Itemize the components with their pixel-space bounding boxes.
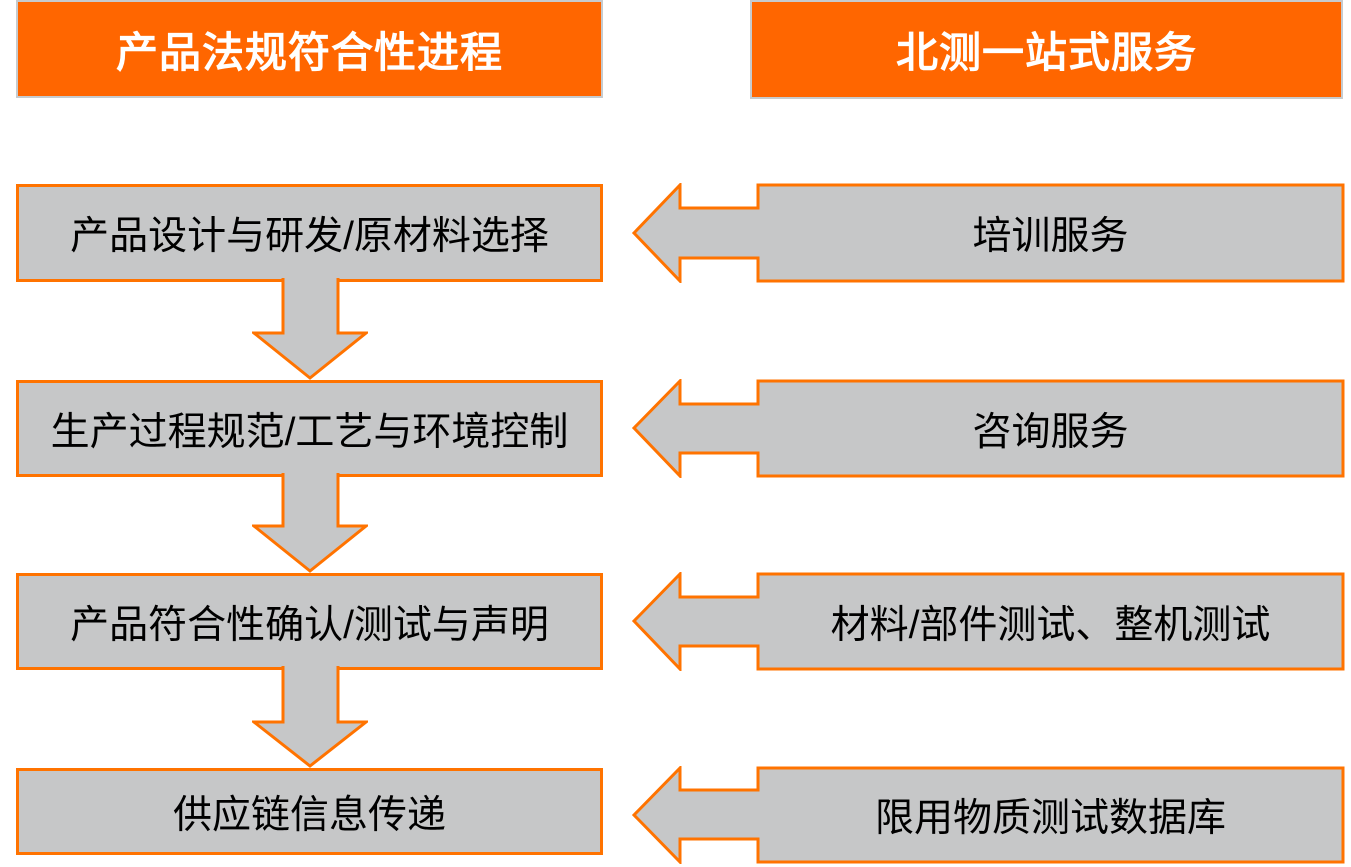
process-step-label: 产品设计与研发/原材料选择 (70, 215, 549, 258)
down-arrow-icon (252, 473, 368, 573)
service-callout-shape-4 (632, 766, 1345, 864)
services-column-header: 北测一站式服务 (750, 0, 1343, 99)
service-callout-shape-2 (632, 379, 1345, 478)
process-column-header-label: 产品法规符合性进程 (115, 28, 503, 76)
process-step-box-3: 产品符合性确认/测试与声明 (16, 573, 603, 670)
process-step-box-1: 产品设计与研发/原材料选择 (16, 184, 603, 282)
process-step-label: 生产过程规范/工艺与环境控制 (50, 410, 569, 454)
service-callout-shape-3 (632, 572, 1345, 671)
service-callout-shape-1 (632, 183, 1345, 283)
process-step-box-4: 供应链信息传递 (16, 768, 603, 855)
services-column-header-label: 北测一站式服务 (895, 29, 1197, 76)
process-step-label: 产品符合性确认/测试与声明 (70, 603, 549, 647)
process-column-header: 产品法规符合性进程 (16, 0, 603, 98)
process-step-box-2: 生产过程规范/工艺与环境控制 (16, 380, 603, 477)
down-arrow-icon (252, 666, 368, 768)
down-arrow-icon (252, 278, 368, 380)
process-step-label: 供应链信息传递 (172, 793, 446, 837)
